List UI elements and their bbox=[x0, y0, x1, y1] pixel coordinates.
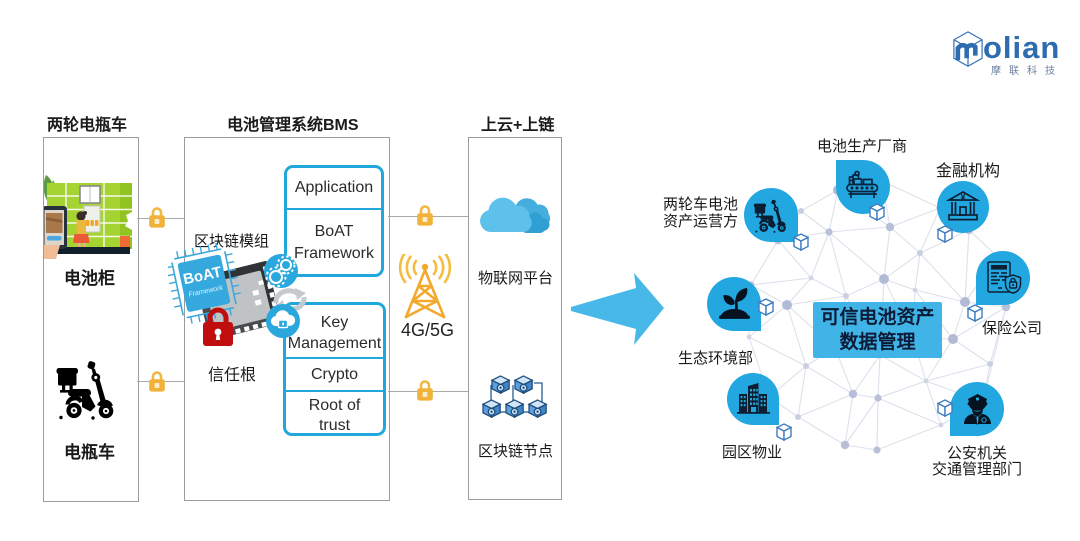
svg-text:¥: ¥ bbox=[960, 192, 966, 203]
